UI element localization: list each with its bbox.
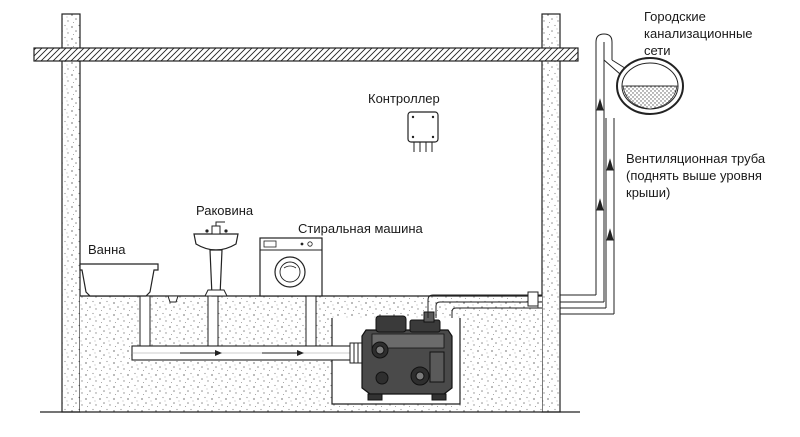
controller-label: Контроллер (368, 91, 440, 106)
horizontal-drain-pipe (131, 342, 367, 364)
sink-label: Раковина (196, 203, 254, 218)
city-sewer-label-line-3: сети (644, 43, 671, 58)
controller-box (407, 111, 439, 152)
city-sewer-label-line-2: канализационные (644, 26, 753, 41)
vent-pipe-outside (560, 118, 615, 315)
city-sewer-label: Городские канализационные сети (644, 8, 784, 59)
bath-label: Ванна (88, 242, 126, 257)
right-wall (541, 13, 561, 413)
pump-unit (361, 311, 453, 401)
washing-machine (259, 237, 323, 297)
city-sewer-label-line-1: Городские (644, 9, 706, 24)
city-sewer-pipe (616, 57, 684, 115)
sink (193, 221, 239, 297)
washing-machine-label: Стиральная машина (298, 221, 423, 236)
bathtub (79, 263, 179, 303)
vent-pipe-label: Вентиляционная труба (поднять выше уровн… (626, 150, 796, 201)
vent-pipe-label-line-3: крыши) (626, 185, 671, 200)
vent-pipe-label-line-2: (поднять выше уровня (626, 168, 762, 183)
outside-riser (560, 33, 629, 303)
ceiling-slab (33, 47, 579, 62)
left-wall (61, 13, 81, 413)
vent-pipe-label-line-1: Вентиляционная труба (626, 151, 766, 166)
discharge-pipe (427, 291, 542, 318)
vent-connection (451, 307, 542, 318)
